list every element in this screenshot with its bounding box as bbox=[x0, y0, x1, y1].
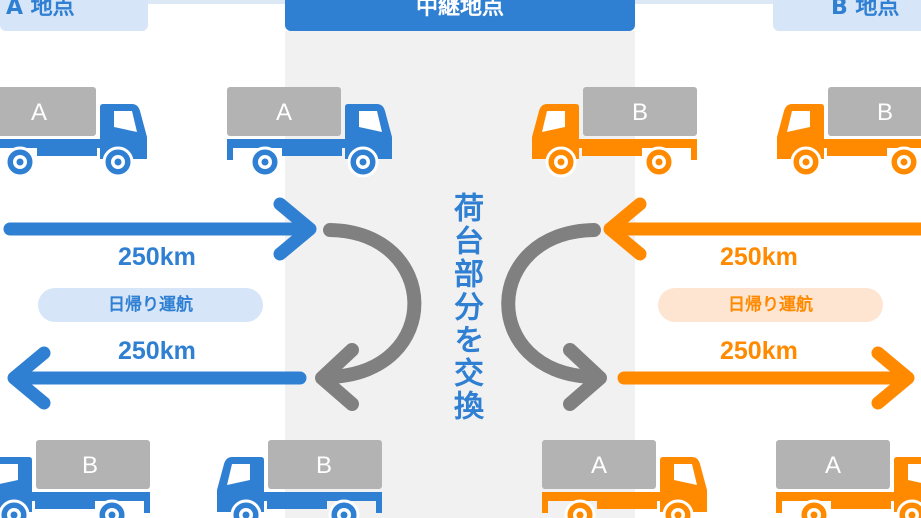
distance-label: 250km bbox=[118, 243, 196, 271]
exchange-caption: 荷台部分を交換 bbox=[448, 192, 483, 423]
arrow-right-orange bbox=[617, 346, 915, 410]
truck-bottom-center-right: A bbox=[540, 438, 709, 518]
day-trip-badge: 日帰り運航 bbox=[658, 288, 883, 322]
truck-bottom-right: A bbox=[774, 438, 921, 518]
exchange-arrow-right bbox=[501, 223, 607, 411]
site-a-label: A 地点 bbox=[0, 0, 148, 31]
cargo-label: A bbox=[276, 99, 292, 126]
distance-label: 250km bbox=[720, 243, 798, 271]
cargo-label: B bbox=[316, 452, 332, 479]
distance-label: 250km bbox=[118, 337, 196, 365]
cargo-label: B bbox=[877, 99, 893, 126]
truck-top-center-right bbox=[530, 85, 699, 178]
truck-top-right bbox=[775, 85, 921, 178]
cargo-label: B bbox=[632, 99, 648, 126]
truck-top-center-left: A bbox=[225, 85, 394, 178]
arrow-left-blue bbox=[7, 346, 307, 410]
cargo-label: A bbox=[825, 452, 841, 479]
truck-bottom-center-left bbox=[215, 438, 384, 518]
truck-top-left: A bbox=[0, 85, 149, 178]
cargo-label: B bbox=[82, 452, 98, 479]
site-b-label: B 地点 bbox=[773, 0, 921, 31]
truck-bottom-left bbox=[0, 438, 152, 518]
relay-point-label: 中継地点 bbox=[285, 0, 635, 31]
exchange-arrow-left bbox=[315, 223, 422, 411]
arrow-left-orange bbox=[603, 197, 921, 261]
cargo-label: A bbox=[591, 452, 607, 479]
day-trip-badge: 日帰り運航 bbox=[38, 288, 263, 322]
distance-label: 250km bbox=[720, 337, 798, 365]
cargo-label: A bbox=[31, 99, 47, 126]
arrow-right-blue bbox=[3, 197, 317, 261]
